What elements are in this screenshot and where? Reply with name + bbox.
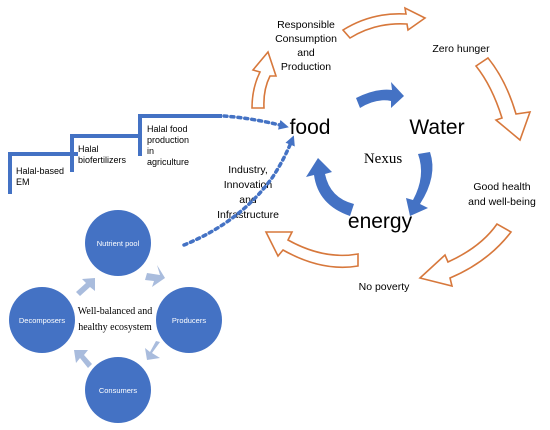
halal-food-line-2: production — [147, 135, 189, 145]
ecosystem-diagram: Nutrient pool Producers Consumers Decomp… — [9, 210, 222, 423]
industry-line-4: Infrastructure — [217, 209, 279, 221]
ecosystem-center-line-1: Well-balanced and — [78, 306, 152, 317]
halal-bio-line-1: Halal — [78, 144, 99, 154]
industry-line-2: Innovation — [224, 179, 273, 191]
halal-bio-line-2: biofertilizers — [78, 155, 127, 165]
zero-hunger-label: Zero hunger — [432, 43, 490, 55]
nexus-energy-label: energy — [348, 210, 413, 233]
producers-circle — [156, 287, 222, 353]
nutrient-pool-circle — [85, 210, 151, 276]
halal-food-line-4: agriculture — [147, 157, 189, 167]
ecosystem-center-line-2: healthy ecosystem — [78, 322, 152, 333]
halal-biofertilizer-bracket — [70, 134, 140, 172]
good-health-line-1: Good health — [473, 181, 530, 193]
halal-food-line-1: Halal food — [147, 124, 188, 134]
cycle-arrow-right-bottom-icon — [418, 222, 513, 288]
cycle-arrow-right-top-icon — [474, 56, 532, 142]
responsible-line-2: Consumption — [275, 33, 337, 45]
decomposers-circle — [9, 287, 75, 353]
nexus-arrow-top-icon — [356, 82, 404, 108]
halal-food-line-3: in — [147, 146, 154, 156]
consumers-label: Consumers — [99, 386, 138, 395]
no-poverty-label: No poverty — [359, 281, 411, 293]
nexus-arrow-left-icon — [306, 158, 354, 216]
consumers-circle — [85, 357, 151, 423]
industry-line-1: Industry, — [228, 164, 268, 176]
sdg-cycle-arrows — [251, 6, 532, 288]
decomposers-label: Decomposers — [19, 316, 66, 325]
nexus-water-label: Water — [409, 116, 464, 139]
nexus-food-label: food — [290, 116, 331, 139]
cycle-arrow-top-icon — [341, 6, 427, 40]
halal-steps: Halal-based EM Halal biofertilizers Hala… — [8, 114, 222, 194]
nexus-arrows — [306, 82, 433, 216]
nexus-center-label: Nexus — [364, 151, 402, 167]
industry-innovation-label: Industry, Innovation and Infrastructure — [217, 164, 279, 221]
producers-label: Producers — [172, 316, 206, 325]
good-health-label: Good health and well-being — [468, 181, 536, 208]
cycle-arrow-bottom-icon — [264, 231, 359, 269]
cycle-arrow-left-icon — [251, 50, 278, 109]
responsible-line-4: Production — [281, 61, 331, 73]
eco-arrow-bottom-right-icon — [145, 341, 160, 360]
dotted-arrow-ecosystem-icon — [182, 135, 295, 247]
halal-em-line-1: Halal-based — [16, 166, 64, 176]
responsible-line-1: Responsible — [277, 19, 335, 31]
dotted-arrow-to-food-icon — [222, 114, 289, 130]
eco-arrow-top-right-icon — [145, 265, 165, 287]
eco-arrow-top-left-icon — [76, 278, 95, 296]
responsible-consumption-label: Responsible Consumption and Production — [275, 19, 337, 73]
eco-arrow-bottom-left-icon — [74, 350, 92, 368]
nexus-arrow-right-icon — [406, 152, 433, 216]
nutrient-pool-label: Nutrient pool — [97, 239, 140, 248]
responsible-line-3: and — [297, 47, 315, 59]
good-health-line-2: and well-being — [468, 196, 536, 208]
halal-em-line-2: EM — [16, 177, 30, 187]
